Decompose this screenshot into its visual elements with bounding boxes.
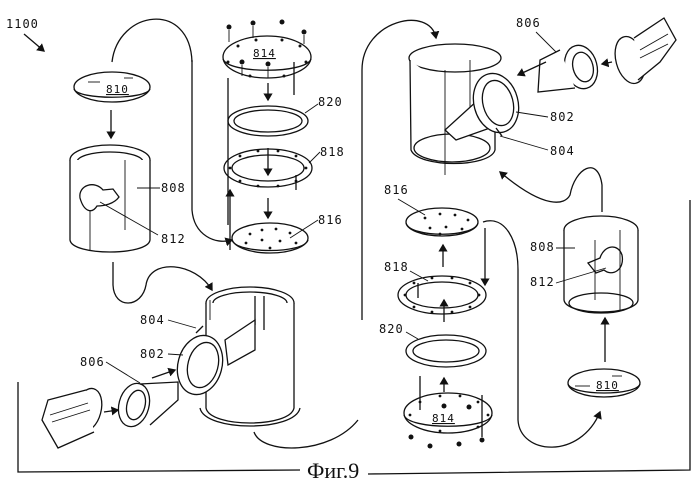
flow-arrow-sleeve-to-housing — [113, 262, 212, 303]
label-818-center: 818 — [320, 145, 345, 159]
leader-804-right — [500, 136, 548, 150]
label-802-right: 802 — [550, 110, 575, 124]
label-806-right: 806 — [516, 16, 541, 30]
label-802-left: 802 — [140, 347, 165, 361]
label-804-left: 804 — [140, 313, 165, 327]
right-nozzle-806 — [538, 42, 602, 93]
leader-818-center — [309, 152, 320, 163]
label-812-right: 812 — [530, 275, 555, 289]
label-808-right: 808 — [530, 240, 555, 254]
arrow-flange-to-nozzle-right — [602, 62, 612, 64]
label-818-right: 818 — [384, 260, 409, 274]
right-flange-ring-818 — [398, 276, 486, 314]
right-sleeve-808 — [564, 216, 638, 313]
label-816-right: 816 — [384, 183, 409, 197]
label-806-left: 806 — [80, 355, 105, 369]
leader-806-right — [536, 32, 556, 52]
label-820-right: 820 — [379, 322, 404, 336]
leader-806-left — [106, 362, 140, 383]
assembly-ref-label: 1100 — [6, 17, 39, 31]
label-814-center: 814 — [253, 47, 276, 60]
figure-caption: Фиг.9 — [307, 458, 359, 483]
center-gasket-820 — [228, 106, 308, 136]
right-gasket-820 — [406, 335, 486, 367]
label-810-left: 810 — [106, 83, 129, 96]
leader-816-right — [398, 199, 425, 215]
right-perforated-disc-816 — [406, 208, 478, 236]
label-816-center: 816 — [318, 213, 343, 227]
left-housing-boss-804 — [196, 326, 203, 333]
left-nozzle-806 — [114, 380, 178, 430]
center-perforated-disc-816 — [232, 223, 308, 253]
label-804-right: 804 — [550, 144, 575, 158]
leader-820-center — [305, 104, 318, 113]
label-814-right: 814 — [432, 412, 455, 425]
leader-820-right — [406, 332, 418, 339]
left-sleeve-808 — [70, 145, 150, 252]
right-pipe-flange — [610, 18, 676, 87]
label-808-left: 808 — [161, 181, 186, 195]
assembly-ref-arrow — [24, 34, 44, 51]
leader-804-left — [168, 320, 196, 328]
flow-arrow-sleeve-to-housing-right — [500, 168, 602, 212]
leader-802-right — [516, 112, 548, 117]
frame-bottom-right — [368, 200, 690, 474]
label-810-right: 810 — [596, 379, 619, 392]
label-812-left: 812 — [161, 232, 186, 246]
label-820-center: 820 — [318, 95, 343, 109]
arrow-nozzle-to-housing-left — [152, 370, 175, 378]
arrow-flange-to-nozzle-left — [104, 410, 118, 412]
left-pipe-flange — [42, 385, 106, 448]
